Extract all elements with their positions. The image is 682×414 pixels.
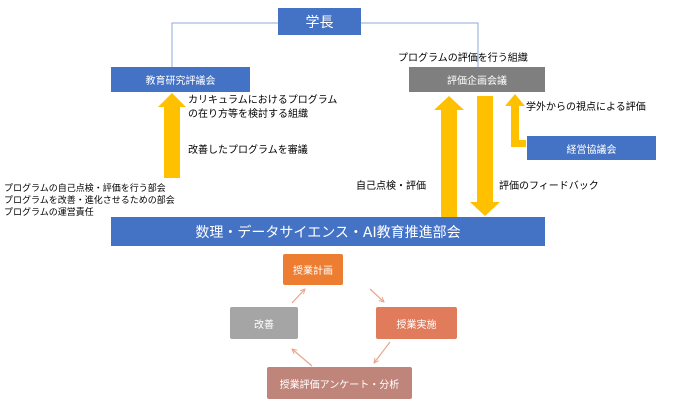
president-box: 学長: [278, 8, 361, 35]
cycle-arrow-survey-to-improve: [292, 349, 313, 367]
self-check-text: 自己点検・評価: [356, 181, 426, 192]
cycle-arrow-plan-to-implement: [369, 288, 384, 302]
dept-role-text-2: プログラムを改善・進化させるための部会: [4, 196, 175, 206]
feedback-text: 評価のフィードバック: [499, 181, 599, 192]
president-to-evaluation-line: [361, 22, 479, 67]
curriculum-org-text-2: の在り方等を検討する組織: [188, 109, 308, 120]
evaluation-council-box: 評価企画会議: [409, 67, 545, 92]
president-to-education-line: [171, 22, 278, 67]
curriculum-org-text-1: カリキュラムにおけるプログラム: [188, 95, 338, 106]
management-council-box: 経営協議会: [527, 136, 656, 160]
program-eval-org-text: プログラムの評価を行う組織: [398, 53, 528, 64]
dept-role-text-1: プログラムの自己点検・評価を行う部会: [4, 184, 166, 194]
arrow-external-evaluation: [505, 94, 526, 147]
dept-role-text-3: プログラムの運営責任: [4, 208, 94, 218]
arrow-feedback-down: [470, 96, 500, 216]
main-department-box: 数理・データサイエンス・AI教育推進部会: [111, 217, 545, 246]
cycle-arrow-improve-to-plan: [291, 289, 305, 304]
cycle-improve-box: 改善: [230, 307, 298, 339]
cycle-implement-box: 授業実施: [376, 307, 457, 339]
external-view-text: 学外からの視点による評価: [526, 102, 646, 113]
cycle-arrow-implement-to-survey: [374, 341, 391, 363]
arrow-self-check-up: [434, 96, 464, 220]
cycle-survey-box: 授業評価アンケート・分析: [267, 367, 412, 399]
arrow-up-to-education-council: [158, 93, 186, 178]
education-council-box: 教育研究評議会: [111, 67, 250, 92]
cycle-plan-box: 授業計画: [283, 254, 343, 285]
improved-program-text: 改善したプログラムを審議: [188, 145, 308, 156]
